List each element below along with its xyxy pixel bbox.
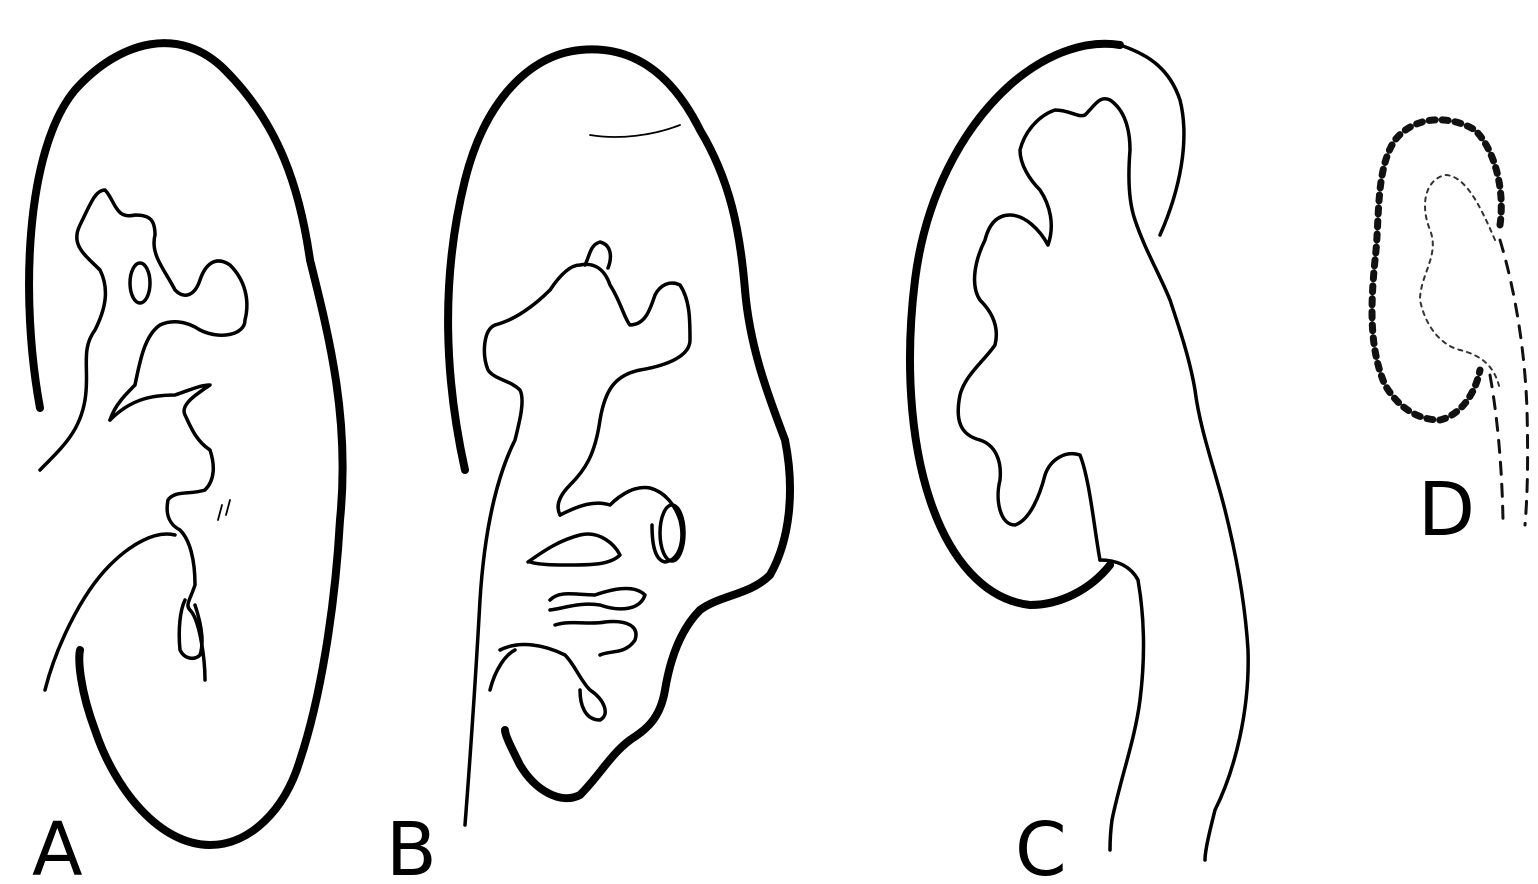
panel-c	[910, 44, 1248, 860]
panel-a-pelvis-outline	[40, 190, 247, 470]
panel-b-label: B	[386, 807, 437, 884]
panel-b-outer-capsule	[448, 49, 790, 798]
panel-b-hilum-line	[465, 264, 690, 825]
panel-a-lower-pole	[45, 534, 175, 690]
panel-d-label: D	[1418, 467, 1475, 553]
panel-b-calyx-middle	[528, 534, 620, 565]
panel-a-calyx-oval	[130, 263, 150, 303]
panel-d	[1372, 120, 1528, 525]
panel-d-outer-dotted	[1372, 120, 1501, 420]
panel-c-pelvis-outline	[958, 99, 1248, 860]
panel-d-inner-dotted	[1420, 175, 1500, 390]
panel-d-ureter-right	[1500, 240, 1528, 525]
panel-c-outer-capsule	[910, 44, 1120, 605]
panel-b	[448, 49, 790, 825]
panel-a-ureter-left	[110, 385, 213, 680]
panel-a-outer-capsule	[29, 43, 343, 845]
panel-b-calyx-bottom	[500, 645, 605, 720]
panel-b-calyx-lower-2	[555, 622, 636, 655]
panel-d-ureter-left	[1490, 375, 1503, 520]
panel-c-label: C	[1015, 807, 1067, 884]
panel-b-calyx-lower-1	[550, 589, 645, 610]
panel-a-label: A	[32, 807, 83, 884]
panel-a-tick-marks	[218, 500, 230, 520]
panel-c-ureter	[1100, 560, 1144, 850]
panel-a	[29, 43, 343, 845]
panel-b-top-crease	[590, 125, 680, 137]
panel-b-lower-lip	[490, 650, 515, 690]
